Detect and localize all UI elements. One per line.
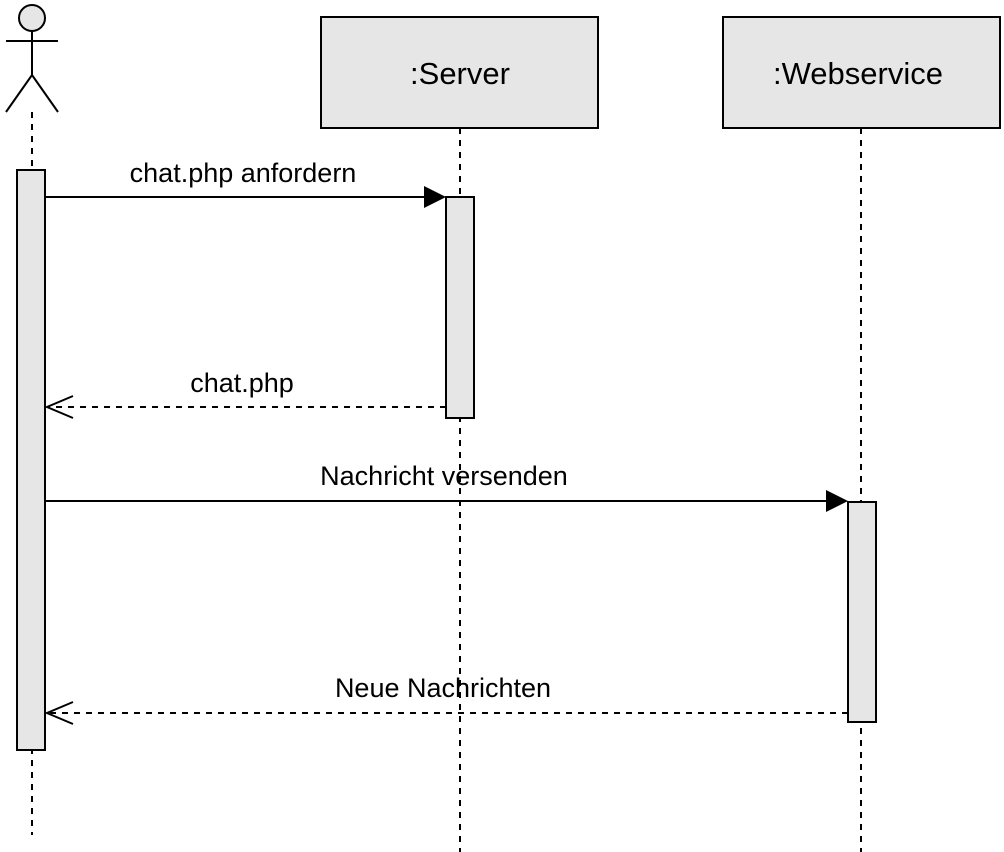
server-participant-label: :Server: [410, 56, 510, 91]
actor-left-leg: [5, 74, 33, 113]
filled-arrowhead-icon: [424, 186, 446, 208]
message-send-message: Nachricht versenden: [45, 461, 848, 512]
webservice-participant-label: :Webservice: [773, 56, 943, 91]
filled-arrowhead-icon: [826, 490, 848, 512]
message-chat-php-request: chat.php anfordern: [45, 158, 446, 208]
message-label: chat.php: [190, 368, 294, 398]
message-label: chat.php anfordern: [130, 158, 357, 188]
message-label: Neue Nachrichten: [335, 673, 551, 703]
message-label: Nachricht versenden: [320, 461, 568, 491]
actor-activation-bar: [16, 169, 46, 751]
actor-head: [18, 4, 46, 32]
open-arrowhead-icon: [44, 395, 74, 419]
message-chat-php-return: chat.php: [44, 368, 446, 419]
message-new-messages-return: Neue Nachrichten: [44, 673, 848, 725]
webservice-activation-bar: [847, 501, 877, 723]
actor-right-leg: [31, 74, 59, 113]
actor-figure: [5, 4, 59, 113]
server-participant-box: [320, 16, 599, 129]
open-arrowhead-icon: [44, 701, 74, 725]
webservice-participant-box: [722, 16, 1001, 129]
server-activation-bar: [445, 196, 475, 419]
